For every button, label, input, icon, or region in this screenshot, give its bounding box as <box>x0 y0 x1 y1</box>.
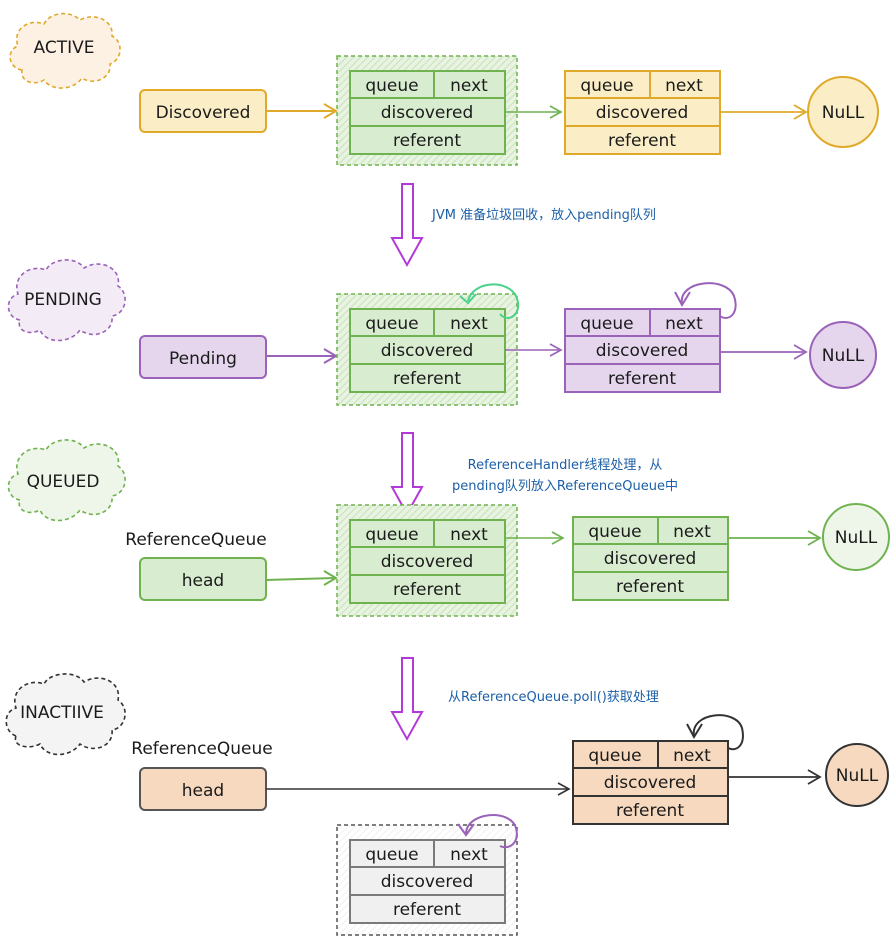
active-state-cloud <box>9 12 121 89</box>
pending-state-section: PENDING Pending queue next discovered re… <box>7 259 877 406</box>
detached-node: queue next discovered referent <box>349 839 506 924</box>
queued-state-section: QUEUED ReferenceQueue head queue next di… <box>7 439 890 617</box>
inactive-state-section: INACTIIVE ReferenceQueue head queue next… <box>5 673 889 936</box>
inactive-null-circle <box>825 743 889 807</box>
inactive-state-cloud <box>5 673 126 756</box>
active-state-label: ACTIVE <box>34 38 95 58</box>
next-field-label: next <box>450 314 488 334</box>
active-pointer-arrowhead <box>323 103 338 119</box>
active-state-section: ACTIVE Discovered queue next discovered … <box>9 12 879 166</box>
next-field-label: next <box>665 76 703 96</box>
transition-note-1: JVM 准备垃圾回收，放入pending队列 <box>431 207 656 223</box>
transition-note-2-line1: ReferenceHandler线程处理，从 <box>468 458 663 473</box>
transition-note-3: 从ReferenceQueue.poll()获取处理 <box>448 690 659 705</box>
referent-field-label: referent <box>393 900 461 920</box>
null-label: NuLL <box>836 766 879 786</box>
queued-node-1: queue next discovered referent <box>349 519 506 604</box>
pending-node-1-self-loop <box>467 283 519 319</box>
transition-pending-to-queued: ReferenceHandler线程处理，从 pending队列放入Refere… <box>390 432 678 517</box>
pending-node-2: queue next discovered referent <box>564 308 721 393</box>
inactive-reference-queue-title: ReferenceQueue <box>131 739 272 759</box>
discovered-field-label: discovered <box>381 103 474 123</box>
discovered-field-label: discovered <box>604 549 697 569</box>
next-field-label: next <box>450 525 488 545</box>
discovered-field-label: discovered <box>596 341 689 361</box>
inactive-node-self-loop <box>692 714 744 751</box>
next-field-label: next <box>665 314 703 334</box>
referent-field-label: referent <box>608 369 676 389</box>
next-field-label: next <box>673 522 711 542</box>
queued-null-circle <box>822 503 890 571</box>
queued-state-cloud <box>7 439 126 522</box>
queue-field-label: queue <box>588 522 641 542</box>
transition-active-to-pending: JVM 准备垃圾回收，放入pending队列 <box>390 183 656 268</box>
queued-head-arrow <box>265 577 336 581</box>
null-label: NuLL <box>822 103 865 123</box>
pending-pointer-label: Pending <box>169 349 237 369</box>
queued-node-2: queue next discovered referent <box>572 516 729 601</box>
referent-field-label: referent <box>616 801 684 821</box>
active-null-circle <box>807 76 879 148</box>
referent-field-label: referent <box>393 369 461 389</box>
queue-field-label: queue <box>365 525 418 545</box>
queue-field-label: queue <box>588 746 641 766</box>
next-field-label: next <box>450 76 488 96</box>
active-node-1: queue next discovered referent <box>349 70 506 155</box>
discovered-field-label: discovered <box>596 103 689 123</box>
null-label: NuLL <box>835 528 878 548</box>
pending-node-2-self-loop <box>680 282 737 319</box>
transition-down-arrow <box>390 432 424 517</box>
detached-node-self-loop <box>465 814 518 849</box>
referent-field-label: referent <box>608 131 676 151</box>
referent-field-label: referent <box>616 577 684 597</box>
next-field-label: next <box>450 845 488 865</box>
transition-down-arrow <box>390 657 424 742</box>
discovered-field-label: discovered <box>604 773 697 793</box>
discovered-field-label: discovered <box>381 872 474 892</box>
pending-state-cloud <box>7 259 126 342</box>
queue-field-label: queue <box>365 76 418 96</box>
queue-field-label: queue <box>365 314 418 334</box>
queued-reference-queue-title: ReferenceQueue <box>125 530 266 550</box>
queue-field-label: queue <box>365 845 418 865</box>
null-label: NuLL <box>822 346 865 366</box>
pending-null-circle <box>809 321 877 389</box>
pending-node-1: queue next discovered referent <box>349 308 506 393</box>
inactive-node: queue next discovered referent <box>572 740 729 825</box>
referent-field-label: referent <box>393 580 461 600</box>
discovered-field-label: discovered <box>381 552 474 572</box>
transition-down-arrow <box>390 183 424 268</box>
queue-field-label: queue <box>580 76 633 96</box>
discovered-field-label: discovered <box>381 341 474 361</box>
inactive-head-label: head <box>182 781 224 801</box>
next-field-label: next <box>673 746 711 766</box>
referent-field-label: referent <box>393 131 461 151</box>
pending-state-label: PENDING <box>24 290 102 310</box>
queued-head-label: head <box>182 571 224 591</box>
queued-state-label: QUEUED <box>27 472 100 492</box>
queue-field-label: queue <box>580 314 633 334</box>
transition-note-2-line2: pending队列放入ReferenceQueue中 <box>452 479 678 494</box>
inactive-state-label: INACTIIVE <box>20 703 104 723</box>
active-node-2: queue next discovered referent <box>564 70 721 155</box>
discovered-pointer-label: Discovered <box>156 103 251 123</box>
transition-queued-to-inactive: 从ReferenceQueue.poll()获取处理 <box>390 657 659 742</box>
